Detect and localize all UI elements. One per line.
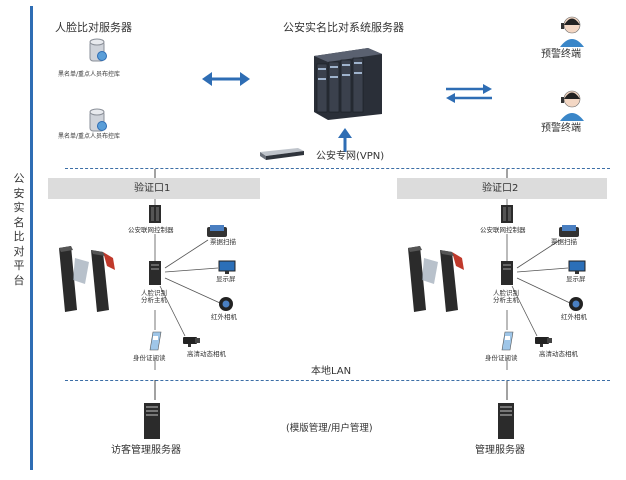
gate1-title: 验证口1 [134, 183, 171, 194]
operator-icon [560, 16, 584, 47]
lan-label: 本地LAN [311, 366, 352, 377]
gate1-host-label: 人脸识别 分析主机 [141, 289, 167, 305]
mgmt-note-label: (模版管理/用户管理) [286, 423, 373, 434]
gate2-title: 验证口2 [482, 183, 519, 194]
host-pc-icon [149, 261, 161, 285]
hd-camera-icon [183, 337, 200, 347]
gate2-host-label: 人脸识别 分析主机 [493, 289, 519, 305]
gate2-display-label: 显示屏 [566, 275, 586, 283]
database-icon [89, 38, 107, 62]
controller-icon [149, 205, 161, 223]
scanner-icon [559, 225, 579, 237]
id-reader-icon [149, 331, 162, 351]
lan-dashed-line [65, 380, 610, 381]
blacklist-db-label: 黑名单/重点人员布控库 [58, 71, 121, 78]
warning-terminal-label: 预警终端 [541, 49, 581, 60]
terminal-exchange-arrows [446, 84, 492, 103]
display-icon [218, 260, 236, 274]
ir-camera-icon [569, 297, 583, 311]
gate1-scanner-label: 票据扫描 [210, 238, 236, 246]
face-server-title: 人脸比对服务器 [55, 21, 132, 34]
platform-vertical-title: 公安实名比对平台 [13, 172, 25, 287]
ir-camera-icon [219, 297, 233, 311]
scanner-icon [207, 225, 227, 237]
gate1-display-label: 显示屏 [216, 275, 236, 283]
gate1-controller-label: 公安联网控制器 [128, 226, 174, 234]
turnstile-icon [408, 246, 464, 312]
gate2-scanner-label: 票据扫描 [551, 238, 577, 246]
vpn-up-arrow [338, 128, 352, 152]
blacklist-db-label: 黑名单/重点人员布控库 [58, 133, 121, 140]
vpn-label: 公安专网(VPN) [316, 151, 385, 162]
vpn-dashed-line [65, 168, 610, 169]
tower-server-icon [144, 403, 160, 439]
gate2-ir-camera-label: 红外相机 [561, 313, 587, 321]
controller-icon [501, 205, 513, 223]
gate2-id-reader-label: 身份证阅读 [485, 354, 518, 362]
turnstile-icon [59, 246, 115, 312]
vpn-device-icon [260, 148, 304, 160]
gate1-ir-camera-label: 红外相机 [211, 313, 237, 321]
platform-vertical-bar [30, 6, 33, 470]
police-server-title: 公安实名比对系统服务器 [283, 21, 404, 34]
face-to-police-arrow [202, 72, 250, 86]
warning-terminal-label: 预警终端 [541, 123, 581, 134]
id-reader-icon [501, 331, 514, 351]
gate2-bar [397, 178, 607, 199]
server-rack-icon [314, 48, 382, 120]
hd-camera-icon [535, 337, 552, 347]
host-pc-icon [501, 261, 513, 285]
operator-icon [560, 90, 584, 121]
gate1-bar [48, 178, 260, 199]
visitor-server-label: 访客管理服务器 [111, 445, 181, 456]
gate2-controller-label: 公安联网控制器 [480, 226, 526, 234]
tower-server-icon [498, 403, 514, 439]
display-icon [568, 260, 586, 274]
gate1-id-reader-label: 身份证阅读 [133, 354, 166, 362]
database-icon [89, 108, 107, 132]
mgmt-server-label: 管理服务器 [475, 445, 525, 456]
gate1-hd-camera-label: 高清动态相机 [187, 350, 226, 358]
gate2-hd-camera-label: 高清动态相机 [539, 350, 578, 358]
